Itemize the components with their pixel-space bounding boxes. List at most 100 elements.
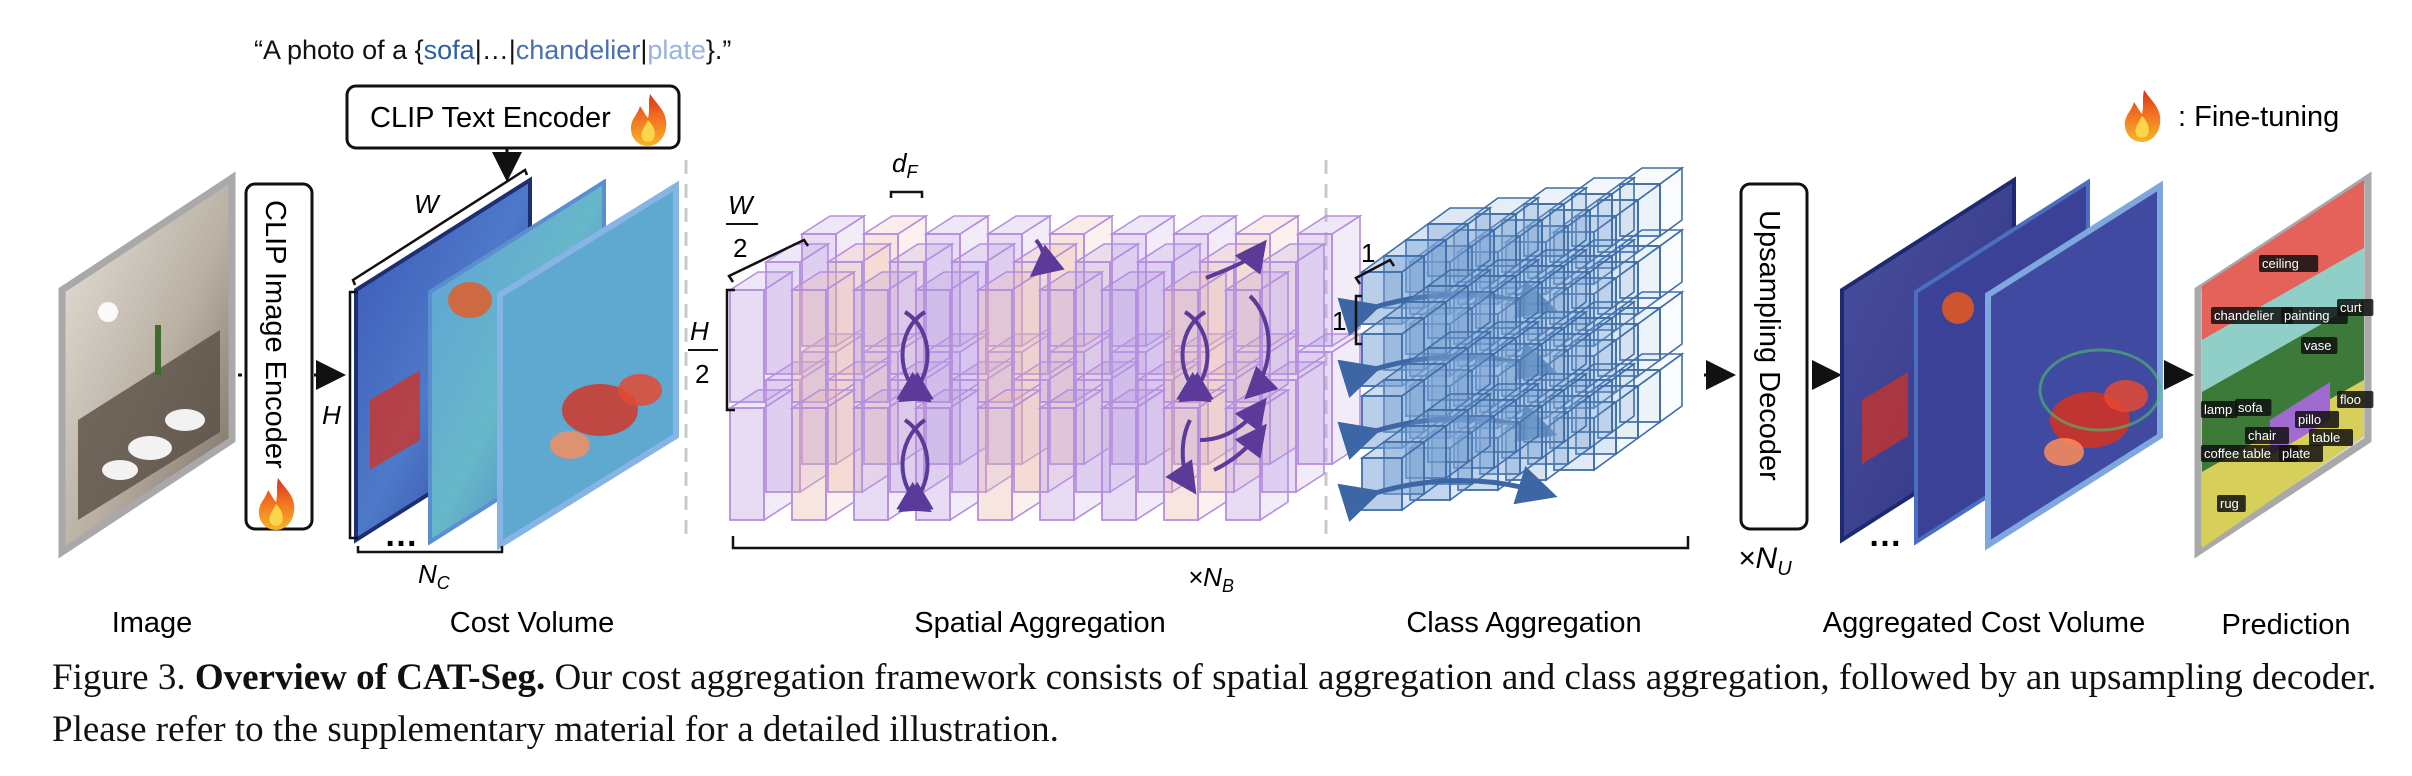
class-feature-cuboid xyxy=(1551,166,1685,286)
seg-label-tag: sofa xyxy=(2235,399,2272,416)
upsampling-decoder-label: Upsampling Decoder xyxy=(1753,210,1785,481)
fire-icon xyxy=(258,478,295,530)
spatial-feature-cuboid xyxy=(789,270,857,404)
seg-label-tag: vase xyxy=(2301,337,2338,354)
class-feature-cuboid xyxy=(1359,330,1493,450)
caption-body: Our cost aggregation framework consists … xyxy=(52,657,2377,750)
spatial-feature-cuboid xyxy=(1073,360,1141,494)
spatial-arrow xyxy=(1165,419,1197,495)
prompt-text: “A photo of a {sofa|…|chandelier|plate}.… xyxy=(254,35,731,65)
w2-denominator: 2 xyxy=(733,233,747,263)
svg-text:coffee table: coffee table xyxy=(2204,446,2271,461)
nb-bracket xyxy=(731,536,1690,550)
w2-bracket xyxy=(727,238,810,283)
spatial-feature-cuboid xyxy=(975,388,1043,522)
seg-label-tag: coffee table xyxy=(2201,445,2299,462)
fire-icon xyxy=(630,94,667,146)
nc-label: NC xyxy=(418,559,451,593)
svg-text:painting: painting xyxy=(2284,308,2330,323)
seg-label-tag: rug xyxy=(2217,495,2246,512)
one-bracket-top xyxy=(1354,258,1396,285)
fine-tuning-label: : Fine-tuning xyxy=(2178,101,2339,133)
figure-caption: Figure 3. Overview of CAT-Seg. Our cost … xyxy=(52,652,2382,756)
seg-label-tag: lamp xyxy=(2201,401,2238,418)
h2-denominator: 2 xyxy=(695,359,709,389)
spatial-feature-cuboid xyxy=(1135,242,1203,376)
svg-text:rug: rug xyxy=(2220,496,2239,511)
spatial-feature-cuboid xyxy=(851,388,919,522)
df-label: dF xyxy=(892,148,918,182)
spatial-feature-cuboid xyxy=(975,270,1043,404)
spatial-feature-cuboid xyxy=(1037,270,1105,404)
class-feature-cuboid xyxy=(1407,382,1541,502)
caption-title: Overview of CAT-Seg. xyxy=(194,657,546,698)
svg-text:pillo: pillo xyxy=(2298,412,2321,427)
spatial-feature-cuboid xyxy=(1037,388,1105,522)
spatial-feature-cuboid xyxy=(1011,360,1079,494)
svg-text:sofa: sofa xyxy=(2238,400,2263,415)
class-feature-cuboid xyxy=(1503,362,1637,482)
one-label-side: 1 xyxy=(1332,306,1346,336)
nc-bracket xyxy=(356,546,504,554)
spatial-arrow xyxy=(1213,423,1267,472)
class-feature-cuboid xyxy=(1503,300,1637,420)
spatial-arrow xyxy=(896,310,932,403)
h-label: H xyxy=(322,400,341,430)
seg-label-tag: chair xyxy=(2245,427,2289,444)
spatial-feature-cuboid xyxy=(1099,270,1167,404)
spatial-feature-cuboid xyxy=(851,270,919,404)
cost-volume xyxy=(354,176,679,551)
spatial-feature-cuboid xyxy=(763,360,831,494)
clip-text-encoder-label: CLIP Text Encoder xyxy=(370,102,611,134)
class-feature-cuboid xyxy=(1503,238,1637,358)
h2-numerator: H xyxy=(690,316,709,346)
seg-label-tag: chandelier xyxy=(2211,307,2293,324)
spatial-feature-cuboid xyxy=(825,360,893,494)
stage-label-spatial-aggregation: Spatial Aggregation xyxy=(914,607,1166,639)
clip-text-encoder-box: CLIP Text Encoder xyxy=(345,84,681,150)
clip-image-encoder-label: CLIP Image Encoder xyxy=(259,200,291,469)
stage-label-image: Image xyxy=(112,607,193,639)
svg-text:table: table xyxy=(2312,430,2340,445)
svg-text:chandelier: chandelier xyxy=(2214,308,2275,323)
input-image xyxy=(58,171,236,559)
spatial-feature-cuboid xyxy=(1259,360,1327,494)
clip-image-encoder-box: CLIP Image Encoder xyxy=(244,182,314,531)
class-arrow xyxy=(1337,466,1558,522)
spatial-feature-cuboid xyxy=(1161,388,1229,522)
spatial-arrow xyxy=(896,418,932,513)
svg-text:curt: curt xyxy=(2340,300,2362,315)
spatial-feature-cuboid xyxy=(1099,388,1167,522)
stage-label-class-aggregation: Class Aggregation xyxy=(1406,607,1641,639)
class-feature-cuboid xyxy=(1551,228,1685,348)
svg-text:lamp: lamp xyxy=(2204,402,2232,417)
aggregated-cost-volume xyxy=(1840,176,2163,551)
spatial-feature-cuboid xyxy=(949,242,1017,376)
df-bracket xyxy=(889,190,924,198)
nb-label: ×NB xyxy=(1188,562,1234,596)
spatial-feature-cuboid xyxy=(727,388,795,522)
spatial-feature-cuboid xyxy=(1073,242,1141,376)
spatial-arrow xyxy=(1176,310,1212,403)
spatial-arrow xyxy=(1205,239,1267,280)
spatial-feature-cuboid xyxy=(825,242,893,376)
ellipsis: … xyxy=(384,516,418,554)
class-aggregation-block xyxy=(1337,166,1685,522)
h2-bracket xyxy=(725,288,735,412)
svg-text:floo: floo xyxy=(2340,392,2361,407)
seg-label-tag: painting xyxy=(2281,307,2348,324)
w2-numerator: W xyxy=(728,190,755,220)
seg-label-tag: plate xyxy=(2279,445,2323,462)
spatial-arrow xyxy=(1244,294,1279,400)
stage-label-prediction: Prediction xyxy=(2222,609,2351,641)
stage-label-aggregated-cost-volume: Aggregated Cost Volume xyxy=(1823,607,2145,639)
spatial-feature-cuboid xyxy=(789,388,857,522)
svg-text:vase: vase xyxy=(2304,338,2331,353)
svg-text:plate: plate xyxy=(2282,446,2310,461)
one-bracket-side xyxy=(1354,294,1362,346)
spatial-feature-cuboid xyxy=(949,360,1017,494)
spatial-feature-cuboid xyxy=(1161,270,1229,404)
spatial-aggregation-block xyxy=(727,214,1363,522)
